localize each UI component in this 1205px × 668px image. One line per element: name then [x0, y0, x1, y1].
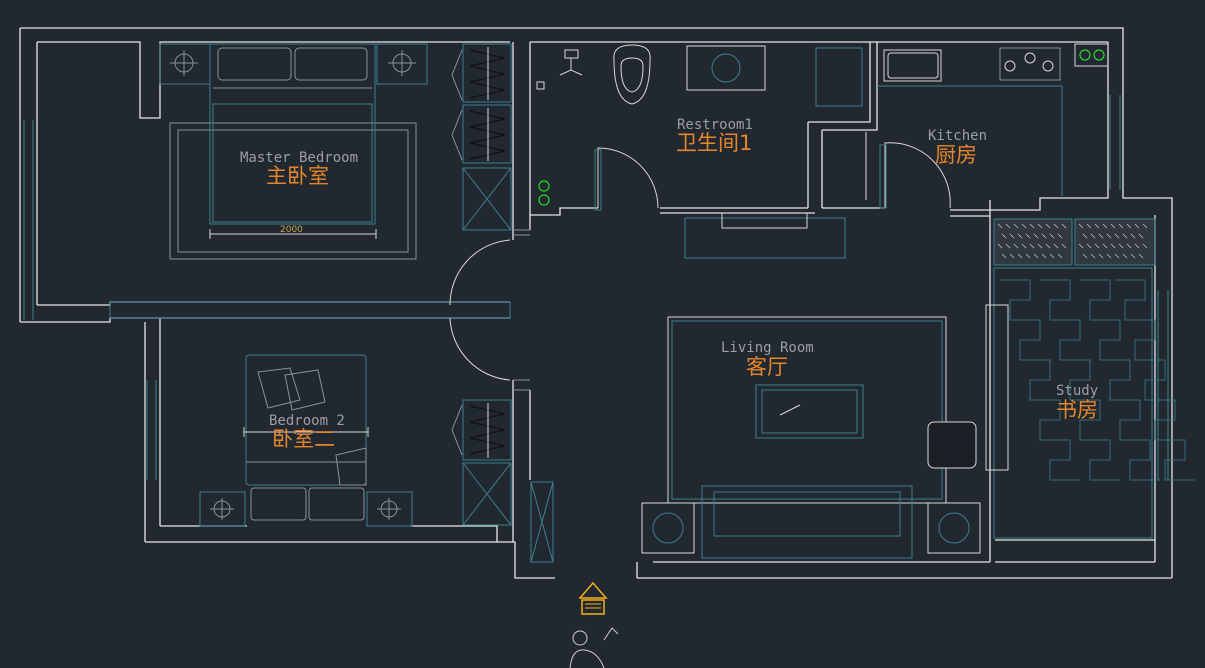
- master-bedroom-furniture: [159, 43, 428, 260]
- master-bedroom-label-en: Master Bedroom: [240, 150, 358, 166]
- kitchen-label-cn: 厨房: [935, 143, 977, 167]
- entrance-arrow-icon: [578, 581, 608, 615]
- person-icon: [569, 627, 619, 668]
- bedroom2-furniture: [199, 354, 413, 527]
- study-furniture: [985, 218, 1195, 539]
- restroom-label-en: Restroom1: [677, 117, 753, 133]
- kitchen-label-en: Kitchen: [928, 128, 987, 144]
- study-label-cn: 书房: [1056, 398, 1098, 422]
- restroom-fixtures: [536, 44, 863, 206]
- restroom-label-cn: 卫生间1: [676, 131, 752, 155]
- kitchen-fixtures: [865, 43, 1109, 200]
- bed-dimension-label: 2000: [280, 225, 303, 235]
- bedroom2-label-en: Bedroom 2: [269, 413, 345, 429]
- doors: [449, 142, 951, 381]
- living-room-label-cn: 客厅: [746, 355, 788, 379]
- windows: [23, 95, 1169, 480]
- bedroom2-label-cn: 卧室二: [272, 427, 335, 451]
- walls: [19, 27, 1173, 579]
- master-bedroom-label-cn: 主卧室: [266, 164, 329, 188]
- wardrobes: [451, 43, 554, 563]
- living-room-furniture: [641, 316, 981, 559]
- living-room-label-en: Living Room: [721, 340, 814, 356]
- corridor-cabinet: [684, 212, 846, 259]
- study-label-en: Study: [1056, 383, 1098, 399]
- room-labels: Master Bedroom 主卧室 Restroom1 卫生间1 Kitche…: [240, 117, 1098, 451]
